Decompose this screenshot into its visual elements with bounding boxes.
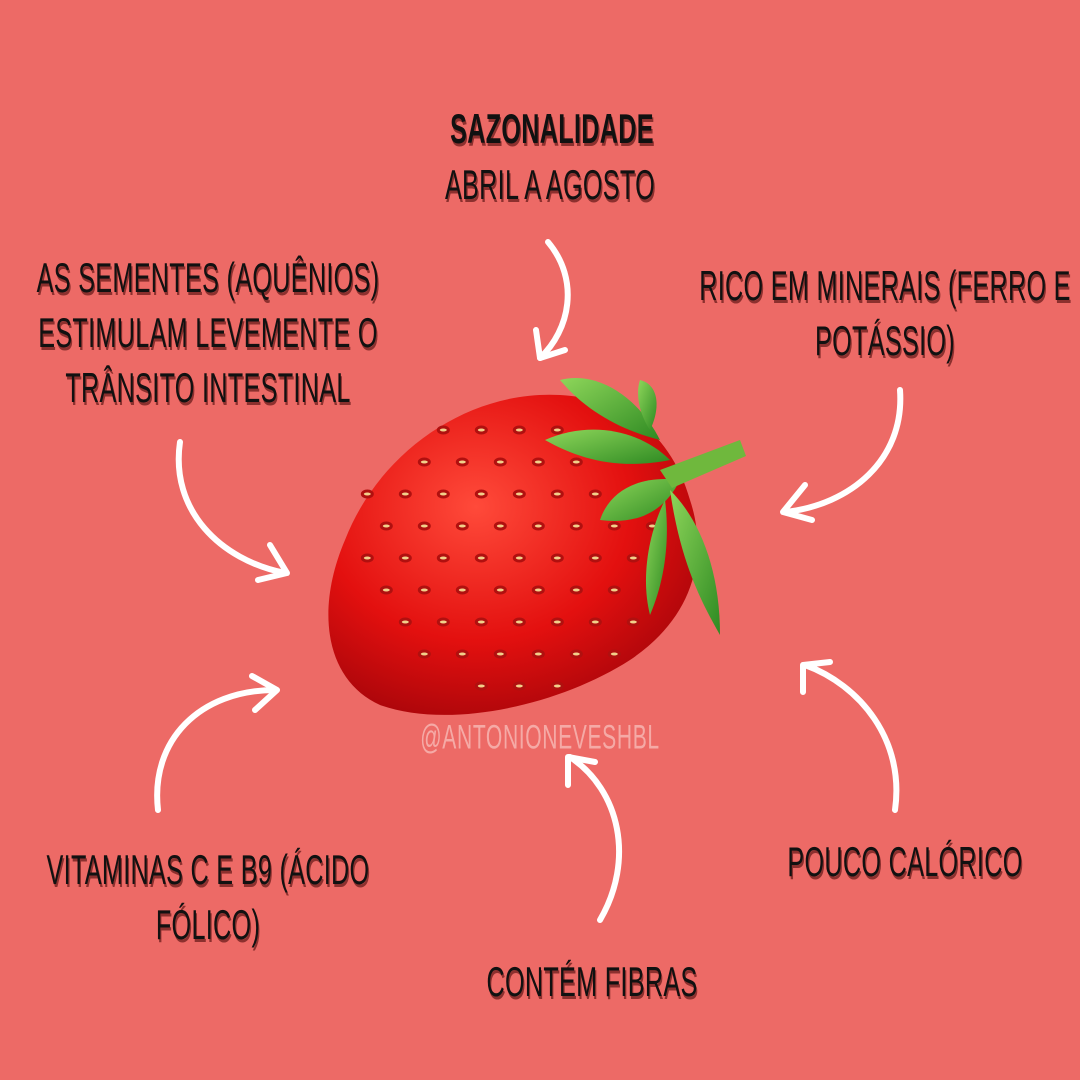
strawberry-leaves: [545, 378, 746, 635]
seed: [512, 489, 526, 499]
seed: [550, 617, 564, 627]
seed: [474, 489, 488, 499]
seed: [569, 521, 583, 531]
fact-seeds-line1: AS SEMENTES (AQUÊNIOS): [36, 254, 380, 301]
seed: [360, 553, 374, 563]
seed: [512, 425, 526, 435]
seed: [436, 553, 450, 563]
seed: [569, 585, 583, 595]
seed: [550, 425, 564, 435]
seed: [531, 649, 545, 659]
seed: [626, 553, 640, 563]
seed: [588, 553, 602, 563]
fact-minerals-line2: POTÁSSIO): [815, 317, 955, 364]
seed: [493, 649, 507, 659]
seed: [569, 457, 583, 467]
seed: [550, 681, 564, 691]
seed: [436, 617, 450, 627]
fact-fiber: CONTÉM FIBRAS: [486, 958, 698, 1005]
fact-vitamins-line2: FÓLICO): [155, 901, 261, 948]
seed: [550, 553, 564, 563]
seed: [379, 585, 393, 595]
arrow-icon: [780, 387, 904, 523]
seed: [588, 617, 602, 627]
seed: [493, 457, 507, 467]
fact-calories: POUCO CALÓRICO: [787, 838, 1023, 885]
seasonality-value: ABRIL A AGOSTO: [444, 161, 656, 208]
seed: [379, 521, 393, 531]
arrow-icon: [800, 659, 900, 813]
seed: [455, 457, 469, 467]
seed: [588, 489, 602, 499]
arrow-icon: [154, 673, 280, 813]
seed: [569, 649, 583, 659]
seed: [417, 521, 431, 531]
seed: [512, 553, 526, 563]
strawberry-body: [328, 394, 698, 715]
seed: [626, 617, 640, 627]
fact-seeds-line3: TRÂNSITO INTESTINAL: [65, 364, 351, 411]
seed: [474, 553, 488, 563]
seed: [436, 489, 450, 499]
watermark: @ANTONIONEVESHBL: [420, 718, 660, 757]
seed: [512, 681, 526, 691]
seed: [550, 489, 564, 499]
seasonality-title: SAZONALIDADE: [450, 105, 654, 152]
seed: [360, 489, 374, 499]
seed: [531, 585, 545, 595]
seed: [417, 649, 431, 659]
seed: [455, 649, 469, 659]
seed: [607, 585, 621, 595]
seed: [417, 585, 431, 595]
arrow-icon: [175, 439, 290, 583]
seed: [417, 457, 431, 467]
seed: [512, 617, 526, 627]
seed: [474, 681, 488, 691]
seed: [398, 553, 412, 563]
fact-vitamins-line1: VITAMINAS C E B9 (ÁCIDO: [46, 846, 370, 893]
seed: [398, 489, 412, 499]
arrow-icon: [533, 239, 571, 361]
seed: [455, 585, 469, 595]
seed: [493, 521, 507, 531]
seed: [398, 617, 412, 627]
seed: [607, 521, 621, 531]
fact-minerals-line1: RICO EM MINERAIS (FERRO E: [699, 262, 1071, 309]
seed: [493, 585, 507, 595]
seed: [607, 649, 621, 659]
seed: [436, 425, 450, 435]
seed: [531, 521, 545, 531]
seed: [455, 521, 469, 531]
fact-seeds-line2: ESTIMULAM LEVEMENTE O: [38, 309, 378, 356]
arrow-icon: [565, 754, 622, 923]
seed: [474, 617, 488, 627]
seed: [531, 457, 545, 467]
seed: [474, 425, 488, 435]
